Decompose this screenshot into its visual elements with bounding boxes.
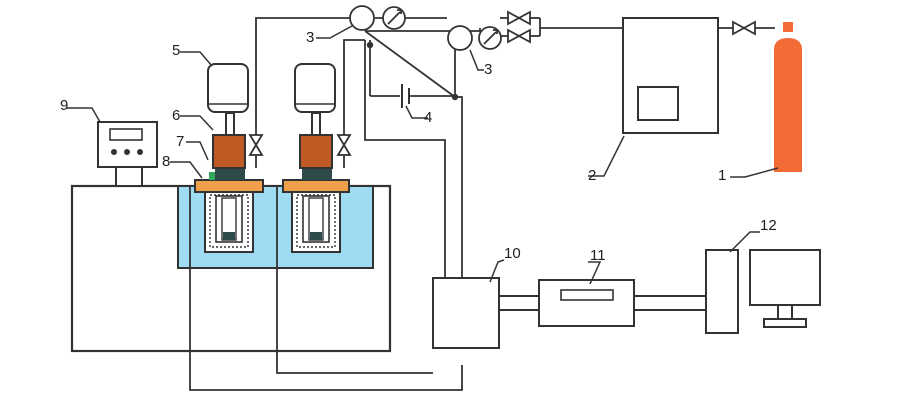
label-11: 11: [590, 247, 606, 264]
junction-dot: [451, 93, 459, 101]
label-12: 12: [760, 217, 777, 234]
label-7: 7: [176, 133, 184, 150]
gas-cylinder: [774, 22, 802, 172]
reactor-cell-left: [194, 63, 264, 253]
gas-valve-left: [248, 134, 264, 168]
amplifier-box: [538, 279, 635, 327]
capacitor-4: [401, 84, 410, 108]
pressure-sensor-3-first: [349, 5, 406, 31]
label-4: 4: [424, 109, 432, 126]
gas-valve-right: [336, 134, 352, 168]
label-9: 9: [60, 97, 68, 114]
supply-valves: [507, 10, 756, 44]
gas-lines: [189, 17, 775, 391]
pressure-sensor-3-second: [447, 25, 502, 51]
leader-lines: [66, 25, 779, 285]
label-3-second: 3: [484, 61, 492, 78]
gas-regulator-box: [622, 17, 719, 134]
computer: [705, 249, 821, 334]
temperature-controller: [97, 121, 158, 187]
junction-dot: [366, 41, 374, 49]
label-5: 5: [172, 42, 180, 59]
connector-10-11: [498, 295, 540, 311]
data-acquisition-box: [432, 277, 500, 349]
label-10: 10: [504, 245, 521, 262]
label-6: 6: [172, 107, 180, 124]
connector-11-12: [633, 295, 707, 311]
label-2: 2: [588, 167, 596, 184]
label-1: 1: [718, 167, 726, 184]
reactor-cell-right: [282, 63, 350, 253]
label-3-first: 3: [306, 29, 314, 46]
label-8: 8: [162, 153, 170, 170]
